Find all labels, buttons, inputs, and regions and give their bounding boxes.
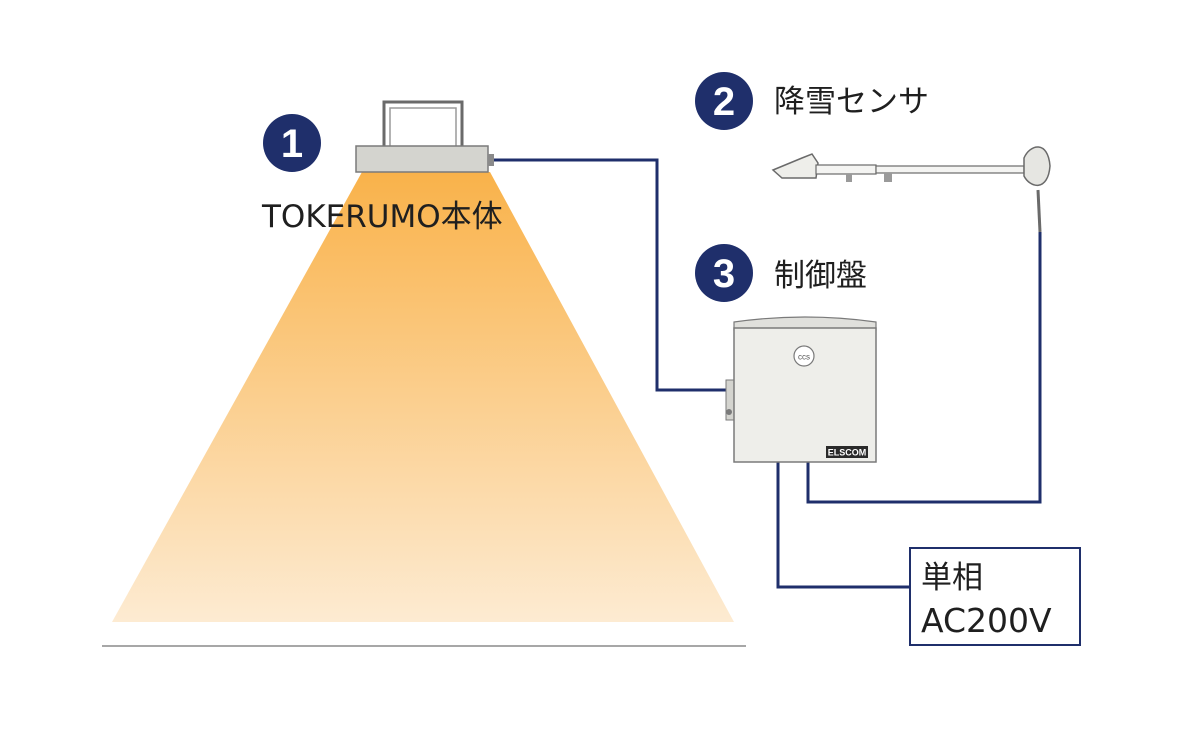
wire-heater-to-panel <box>494 158 730 392</box>
badge-2: 2 <box>695 72 753 130</box>
power-phase-label: 単相 <box>921 560 983 596</box>
badge-3-number: 3 <box>713 252 735 296</box>
badge-2-number: 2 <box>713 80 735 124</box>
control-panel-icon: ccs ELSCOM <box>725 316 877 463</box>
badge-3: 3 <box>695 244 753 302</box>
panel-badge-text: ccs <box>798 353 810 362</box>
wire-power-to-panel <box>776 462 910 589</box>
label-control-panel: 制御盤 <box>774 258 867 294</box>
badge-1: 1 <box>263 114 321 172</box>
wire-sensor-to-panel <box>806 232 1042 504</box>
tokerumo-unit-icon <box>355 100 494 173</box>
wiring <box>494 158 1042 589</box>
power-supply-box: 単相 AC200V <box>909 547 1081 646</box>
heat-light-cone <box>112 172 734 622</box>
panel-brand-text: ELSCOM <box>828 448 867 458</box>
label-tokerumo: TOKERUMO本体 <box>261 199 503 235</box>
label-snow-sensor: 降雪センサ <box>774 84 929 120</box>
snow-sensor-icon <box>771 146 1051 233</box>
badge-1-number: 1 <box>281 122 303 166</box>
power-voltage-label: AC200V <box>921 601 1052 640</box>
